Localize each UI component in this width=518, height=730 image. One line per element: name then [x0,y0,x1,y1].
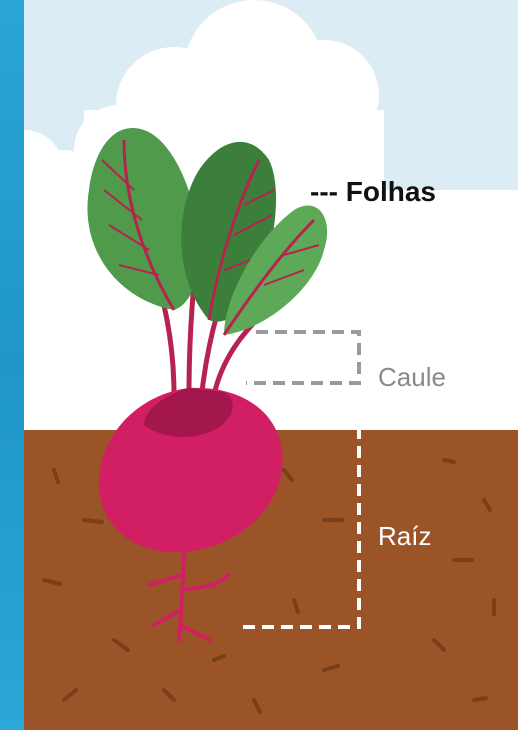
label-caule: Caule [378,362,446,393]
label-raiz: Raíz [378,521,431,552]
label-folhas: --- Folhas [310,176,436,208]
left-blue-border [0,0,24,730]
